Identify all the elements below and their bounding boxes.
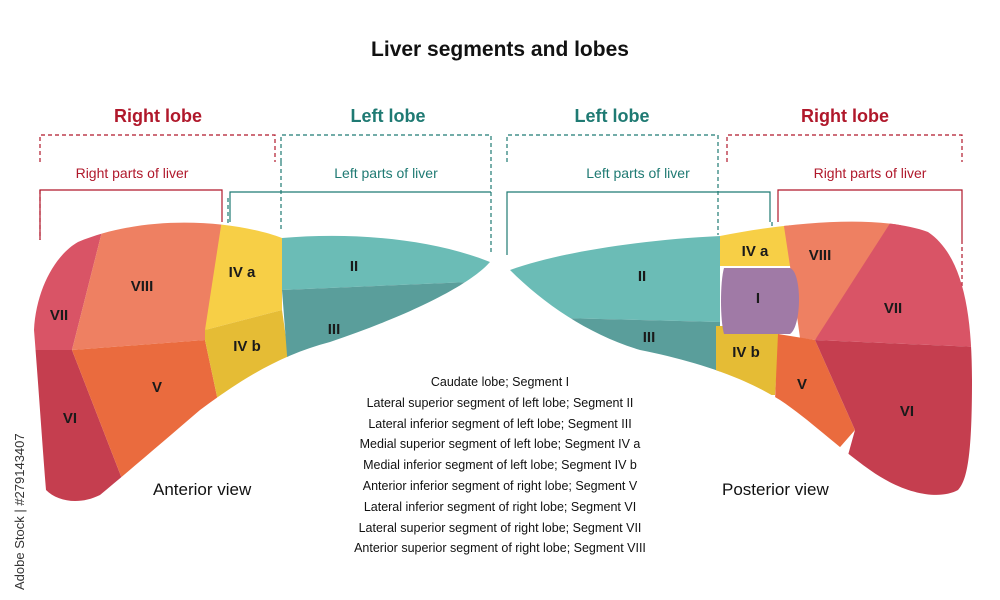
- posterior-right-lobe-label: Right lobe: [801, 106, 889, 126]
- anterior-left-parts-bracket: [229, 191, 491, 222]
- diagram-title: Liver segments and lobes: [371, 38, 629, 61]
- anterior-label-ivb: IV b: [233, 338, 261, 355]
- anterior-label-iva: IV a: [229, 264, 256, 281]
- anterior-view-label: Anterior view: [153, 480, 252, 499]
- posterior-brackets: [506, 134, 963, 290]
- posterior-segment-ii: [510, 221, 720, 322]
- anterior-right-lobe-label: Right lobe: [114, 106, 202, 126]
- anterior-segment-iva: [205, 222, 282, 330]
- stock-watermark: Adobe Stock | #279143407: [12, 433, 27, 590]
- posterior-label-viii: VIII: [809, 247, 832, 264]
- posterior-segment-viii: [780, 221, 905, 340]
- posterior-left-parts-label: Left parts of liver: [586, 165, 690, 181]
- anterior-right-parts-label: Right parts of liver: [75, 165, 189, 181]
- posterior-label-iii: III: [643, 329, 656, 346]
- posterior-left-lobe-bracket: [506, 134, 719, 235]
- posterior-label-ivb: IV b: [732, 344, 760, 361]
- posterior-segment-v: [775, 334, 855, 470]
- legend-item: Lateral superior segment of left lobe; S…: [366, 395, 634, 410]
- legend-item: Lateral inferior segment of left lobe; S…: [368, 416, 632, 431]
- posterior-right-lobe-bracket: [726, 134, 963, 162]
- posterior-label-vii: VII: [884, 300, 902, 317]
- anterior-label-v: V: [152, 379, 162, 396]
- anterior-label-vi: VI: [63, 410, 77, 427]
- legend-item: Medial superior segment of left lobe; Se…: [359, 437, 641, 452]
- legend-item: Caudate lobe; Segment I: [430, 375, 570, 389]
- anterior-left-lobe-label: Left lobe: [350, 106, 426, 126]
- legend-item: Lateral inferior segment of right lobe; …: [363, 499, 637, 514]
- anterior-label-viii: VIII: [131, 278, 154, 295]
- posterior-right-parts-label: Right parts of liver: [813, 165, 927, 181]
- anterior-right-lobe-bracket: [39, 134, 276, 162]
- posterior-segment-iva: [720, 221, 790, 266]
- anterior-brackets: [39, 134, 492, 255]
- posterior-label-iva: IV a: [742, 243, 769, 260]
- posterior-left-lobe-label: Left lobe: [574, 106, 650, 126]
- anterior-label-iii: III: [328, 321, 341, 338]
- posterior-segment-labels: II III IV a I IV b VIII VII V VI: [638, 243, 914, 420]
- posterior-label-vi: VI: [900, 403, 914, 420]
- posterior-view-label: Posterior view: [722, 480, 829, 499]
- legend-item: Anterior superior segment of right lobe;…: [354, 541, 646, 556]
- legend-item: Anterior inferior segment of right lobe;…: [362, 478, 638, 493]
- posterior-label-i: I: [756, 290, 760, 307]
- segment-legend: Caudate lobe; Segment I Lateral superior…: [250, 372, 750, 559]
- posterior-left-parts-bracket: [506, 191, 771, 255]
- anterior-label-vii: VII: [50, 307, 68, 324]
- anterior-segment-v: [72, 340, 222, 502]
- posterior-label-ii: II: [638, 268, 646, 285]
- anterior-left-lobe-bracket: [280, 134, 492, 255]
- legend-item: Medial inferior segment of left lobe; Se…: [363, 458, 637, 473]
- posterior-segment-i: [721, 268, 799, 334]
- anterior-left-parts-label: Left parts of liver: [334, 165, 438, 181]
- legend-item: Lateral superior segment of right lobe; …: [358, 520, 642, 535]
- anterior-segment-ii: [282, 222, 490, 290]
- anterior-label-ii: II: [350, 258, 358, 275]
- anterior-segment-viii: [72, 222, 225, 350]
- anterior-segment-labels: VII VIII IV a II III IV b V VI: [50, 258, 358, 427]
- posterior-label-v: V: [797, 376, 807, 393]
- posterior-right-parts-bracket: [777, 189, 963, 240]
